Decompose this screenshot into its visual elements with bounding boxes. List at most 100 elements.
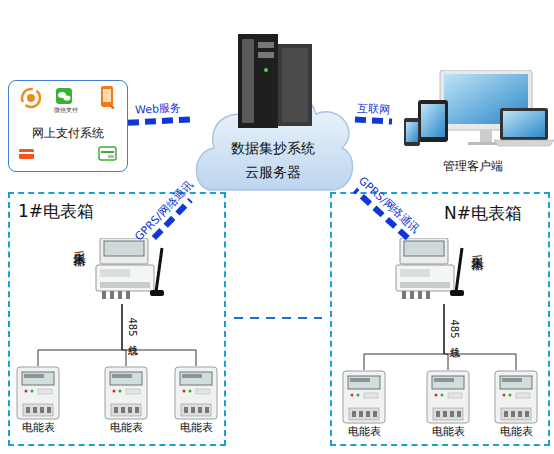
- energy-meter-part: [31, 390, 34, 393]
- energy-meter-part: [350, 378, 370, 382]
- collector-device-part: [126, 291, 130, 299]
- collector-device: [394, 238, 466, 304]
- energy-meter-part: [348, 376, 380, 389]
- edge-label: Web服务: [135, 100, 182, 117]
- energy-meter-part: [441, 394, 444, 397]
- energy-meter: [492, 370, 540, 424]
- energy-meter-part: [357, 394, 360, 397]
- meter-box-group: N#电表箱采集器电能表电能表电能表: [330, 192, 550, 446]
- energy-meter-part: [457, 411, 461, 417]
- edge-label: GPRS/网络通讯: [356, 174, 423, 237]
- energy-meter: [172, 366, 220, 420]
- node-text: 云服务器: [190, 164, 355, 180]
- energy-meter-part: [359, 411, 363, 417]
- energy-meter-part: [509, 394, 512, 397]
- node-text: 采集器: [470, 244, 485, 250]
- network-link: [128, 119, 190, 122]
- payment-icons-part: [108, 155, 114, 158]
- network-link: [355, 120, 392, 122]
- energy-meter-part: [435, 394, 438, 397]
- collector-device-part: [110, 291, 114, 299]
- payment-icons-part: [19, 152, 34, 154]
- energy-meter-part: [105, 367, 147, 419]
- energy-meter-part: [366, 411, 370, 417]
- node-text: 采集器: [72, 240, 87, 246]
- energy-meter-part: [511, 411, 515, 417]
- collector-device-part: [402, 291, 406, 299]
- cloud-server-part: [264, 68, 268, 72]
- node-text: 电能表: [492, 426, 540, 439]
- collector-device-part: [396, 265, 454, 291]
- payment-icons-part: [56, 88, 72, 104]
- payment-icons-part: [19, 149, 34, 159]
- node-text: 1#电表箱: [18, 202, 94, 222]
- node-text: 管理客户端: [392, 160, 554, 174]
- bus-wire: [122, 304, 126, 366]
- energy-meter-part: [343, 371, 385, 423]
- payment-icons-part: [101, 86, 113, 107]
- energy-meter-part: [427, 371, 469, 423]
- meter-node: 电能表: [492, 370, 540, 440]
- energy-meter-part: [47, 407, 51, 413]
- meter-node: 电能表: [424, 370, 472, 440]
- bus-wire: [444, 304, 448, 370]
- energy-meter-part: [25, 390, 28, 393]
- payment-icons-part: [64, 95, 71, 100]
- node-text: 电能表: [102, 422, 150, 435]
- energy-meter: [340, 370, 388, 424]
- energy-meter-part: [180, 372, 212, 385]
- node-text: 网上支付系统: [9, 127, 127, 141]
- energy-meter-part: [22, 372, 54, 385]
- energy-meter-part: [205, 407, 209, 413]
- meter-node: 电能表: [172, 366, 220, 438]
- energy-meter-part: [119, 390, 122, 393]
- cloud-server-part: [282, 48, 308, 122]
- cloud-server-part: [242, 39, 254, 123]
- collector-device-part: [400, 282, 450, 288]
- energy-meter-part: [518, 411, 522, 417]
- client-node: 管理客户端: [392, 70, 554, 182]
- collector-device-part: [410, 291, 414, 299]
- energy-meter-part: [111, 404, 141, 416]
- energy-meter-part: [38, 389, 52, 394]
- energy-meter-part: [189, 390, 192, 393]
- collector-device-part: [156, 248, 162, 292]
- collector-device-part: [450, 290, 464, 296]
- collector-device-part: [426, 291, 430, 299]
- collector-device-part: [400, 269, 430, 277]
- energy-meter-part: [26, 407, 30, 413]
- energy-meter-part: [503, 394, 506, 397]
- collector-device-part: [100, 269, 130, 277]
- energy-meter-part: [128, 407, 132, 413]
- payment-icons-part: [103, 89, 111, 102]
- node-text: 电能表: [14, 422, 62, 435]
- energy-meter-part: [436, 411, 440, 417]
- meter-node: 电能表: [14, 366, 62, 438]
- energy-meter-part: [349, 408, 379, 420]
- energy-meter-part: [352, 411, 356, 417]
- energy-meter: [102, 366, 150, 420]
- energy-meter-part: [525, 411, 529, 417]
- cloud-server-part: [238, 34, 278, 128]
- energy-meter-part: [434, 378, 454, 382]
- energy-meter-part: [114, 407, 118, 413]
- cloud-node: 数据集抄系统云服务器: [190, 30, 355, 200]
- separator-line: [234, 318, 322, 319]
- payment-icons-part: [109, 103, 115, 109]
- energy-meter-part: [184, 407, 188, 413]
- collector-device-part: [96, 265, 154, 291]
- client-devices-part: [406, 122, 418, 142]
- client-devices-part: [421, 104, 445, 137]
- collector-device-part: [102, 291, 106, 299]
- energy-meter-part: [502, 378, 522, 382]
- meter-node: 电能表: [102, 366, 150, 438]
- energy-meter-part: [181, 404, 211, 416]
- collector-device: [94, 238, 166, 304]
- energy-meter-part: [351, 394, 354, 397]
- collector-device-part: [418, 291, 422, 299]
- pay-node: 网上支付系统: [8, 80, 128, 172]
- payment-icons-part: [99, 147, 116, 160]
- energy-meter-part: [113, 390, 116, 393]
- bus-wire: [444, 304, 516, 370]
